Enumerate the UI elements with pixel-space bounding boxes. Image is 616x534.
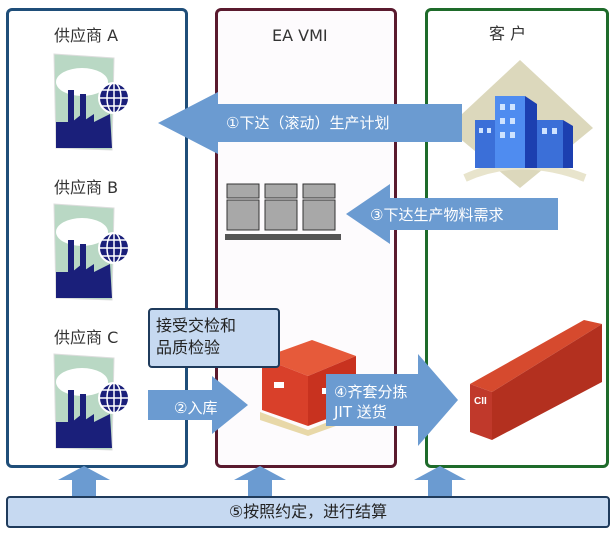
factory-icon (53, 203, 130, 301)
arrow-up-supplier (58, 466, 110, 498)
office-building-icon (447, 60, 593, 188)
arrow-up-vmi (234, 466, 286, 498)
factory-icon (53, 53, 130, 151)
storage-rack-icon (225, 183, 341, 240)
arrow-4-label-line2: JIT 送货 (334, 403, 387, 421)
arrow-4-label-line1: ④齐套分拣 (334, 383, 408, 401)
arrow-material-demand (346, 184, 558, 244)
shipping-container-icon: CII (470, 320, 602, 440)
supplier-a-label: 供应商 A (54, 26, 119, 45)
settlement-bar: ⑤按照约定，进行结算 (6, 496, 610, 528)
inspection-box: 接受交检和 品质检验 (148, 308, 280, 368)
inspection-line-2: 品质检验 (156, 338, 221, 357)
supplier-b-label: 供应商 B (54, 178, 119, 197)
vmi-title: EA VMI (272, 26, 328, 45)
arrow-3-label: ③下达生产物料需求 (370, 206, 504, 224)
customer-title: 客 户 (489, 24, 527, 43)
supplier-c-label: 供应商 C (54, 328, 119, 347)
arrow-2-label: ②入库 (174, 399, 218, 417)
arrow-production-plan (158, 92, 462, 154)
inspection-line-1: 接受交检和 (156, 316, 237, 335)
arrow-1-label: ①下达（滚动）生产计划 (226, 114, 390, 132)
settlement-label: ⑤按照约定，进行结算 (228, 502, 388, 521)
svg-text:CII: CII (474, 396, 487, 407)
factory-icon (53, 353, 130, 451)
arrow-warehousing (148, 376, 248, 434)
arrow-jit-delivery (326, 354, 458, 446)
arrow-up-customer (414, 466, 466, 498)
